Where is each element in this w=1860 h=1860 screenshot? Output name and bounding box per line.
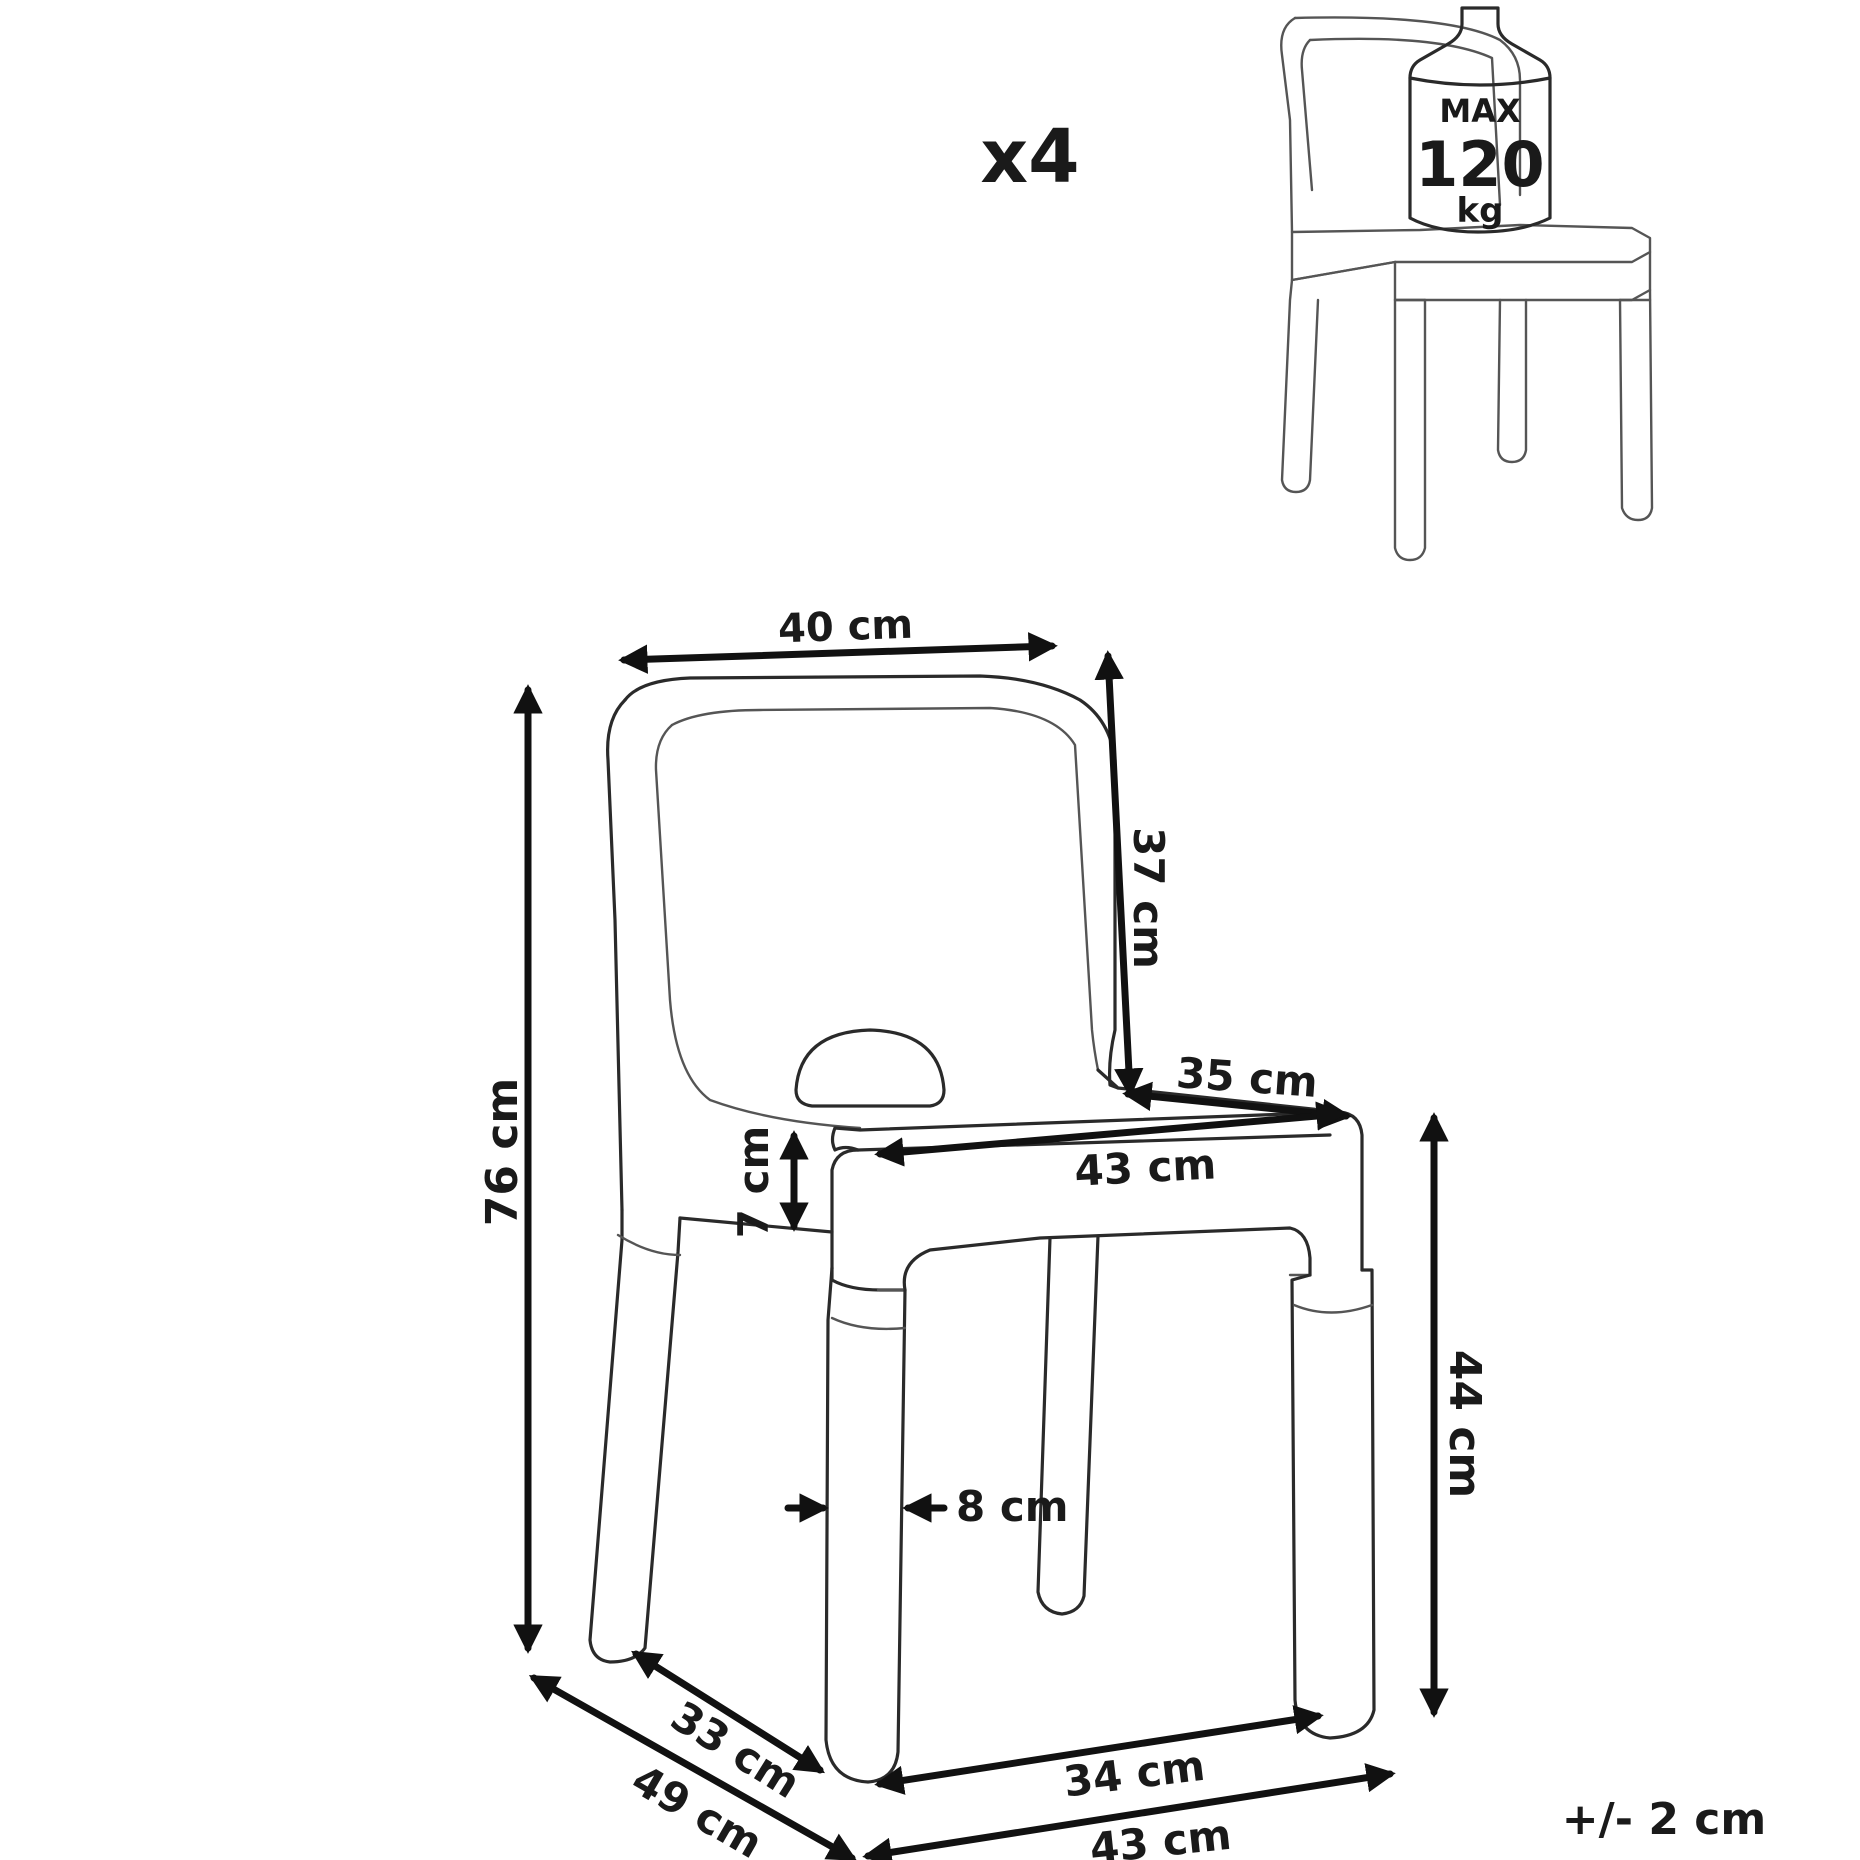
dim-seat-height: 44 cm	[1439, 1350, 1490, 1498]
dim-seat-width: 43 cm	[1073, 1139, 1217, 1195]
dim-backrest-height: 37 cm	[1124, 827, 1173, 969]
dim-leg-width: 8 cm	[956, 1482, 1069, 1531]
tolerance-label: +/- 2 cm	[1562, 1794, 1766, 1845]
main-chair-illustration	[588, 674, 1376, 1784]
dim-seat-thickness: 7 cm	[729, 1126, 778, 1239]
dimension-arrows	[513, 632, 1449, 1860]
small-chair-illustration: MAX 120 kg	[1280, 6, 1654, 562]
weight-badge-max: MAX	[1439, 92, 1521, 130]
dim-backrest-width: 40 cm	[777, 602, 914, 653]
weight-badge-unit: kg	[1457, 191, 1504, 231]
quantity-label: x4	[980, 114, 1079, 200]
dim-seat-depth: 35 cm	[1175, 1048, 1320, 1107]
dim-total-height: 76 cm	[477, 1078, 528, 1226]
weight-badge-value: 120	[1415, 128, 1544, 201]
